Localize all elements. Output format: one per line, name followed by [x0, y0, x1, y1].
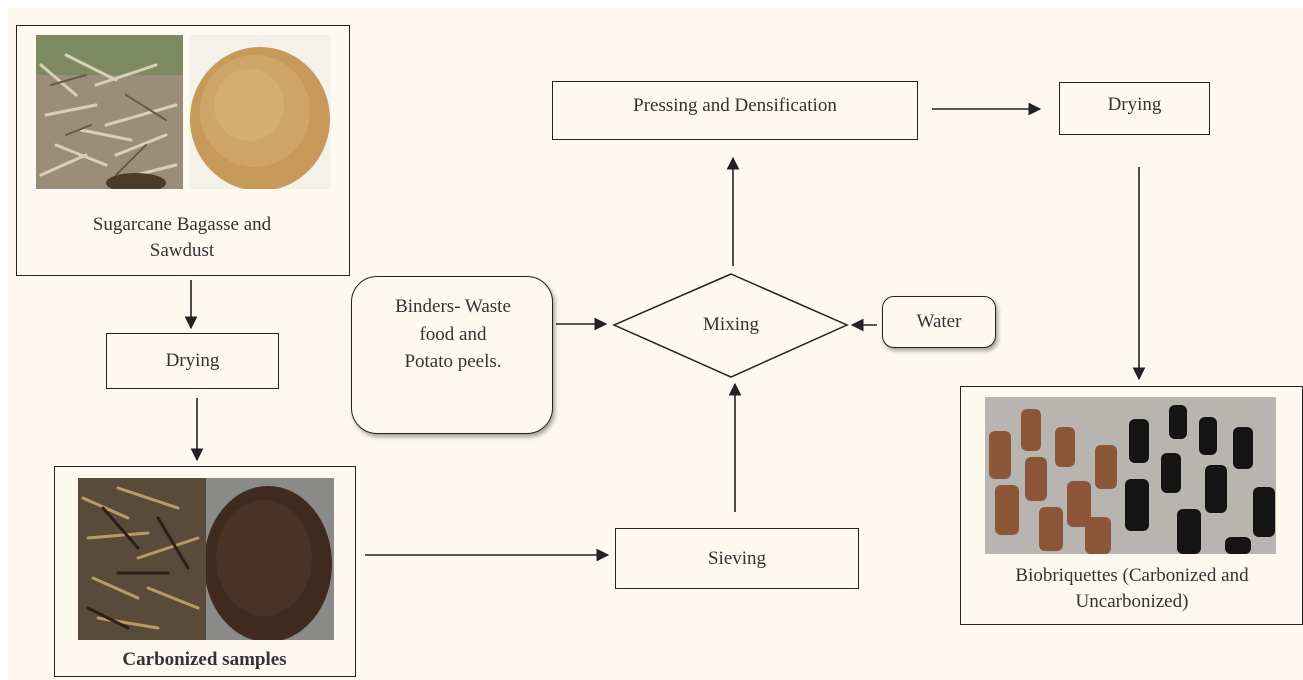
drying-1-label: Drying — [165, 350, 220, 371]
raw-material-box: Sugarcane Bagasse and Sawdust — [16, 25, 350, 276]
binders-label: Binders- Waste food and Potato peels. — [395, 296, 511, 373]
carbonized-samples-label: Carbonized samples — [122, 649, 287, 670]
biobriquettes-photo — [985, 397, 1276, 554]
sawdust-photo — [189, 35, 331, 189]
carbonized-sawdust-photo — [206, 478, 334, 640]
pressing-box: Pressing and Densification — [552, 81, 918, 140]
raw-material-label: Sugarcane Bagasse and Sawdust — [92, 214, 272, 261]
drying-2-box: Drying — [1059, 82, 1210, 135]
sieving-label: Sieving — [707, 547, 767, 569]
pressing-label: Pressing and Densification — [633, 95, 837, 116]
biobriquettes-label: Biobriquettes (Carbonized and Uncarboniz… — [1015, 565, 1249, 612]
carbonized-bagasse-photo — [78, 478, 206, 640]
biobriquettes-box: Biobriquettes (Carbonized and Uncarboniz… — [960, 386, 1303, 625]
drying-1-box: Drying — [106, 333, 279, 389]
water-label: Water — [916, 311, 962, 332]
carbonized-samples-box: Carbonized samples — [54, 466, 356, 677]
sieving-box: Sieving — [615, 528, 859, 589]
sugarcane-bagasse-photo — [36, 35, 183, 189]
mixing-label: Mixing — [703, 314, 759, 335]
binders-box: Binders- Waste food and Potato peels. — [351, 276, 553, 434]
water-box: Water — [882, 296, 996, 348]
drying-2-label: Drying — [1107, 94, 1162, 115]
